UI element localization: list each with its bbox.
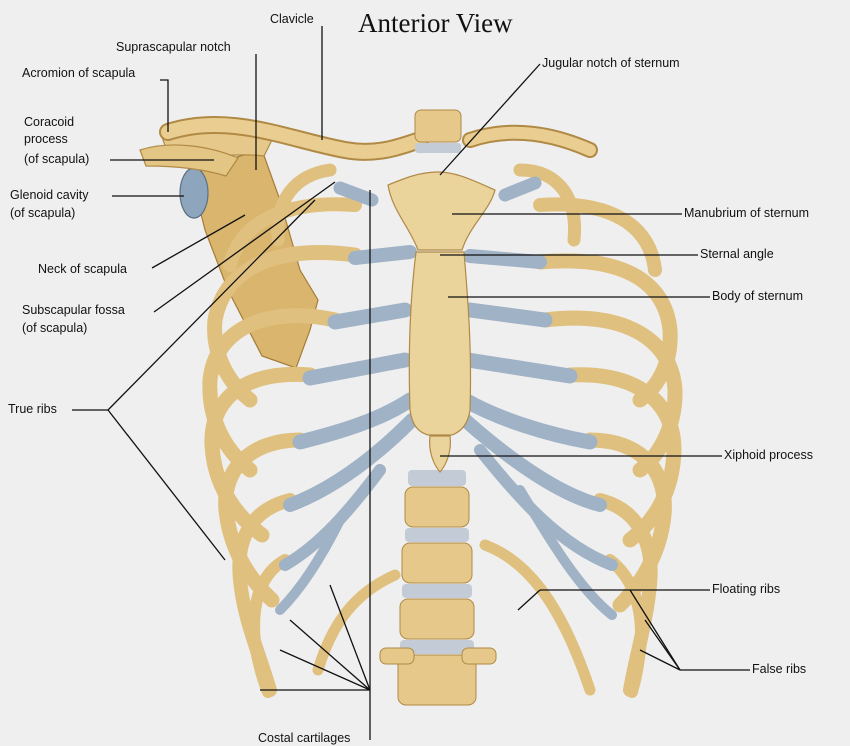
label-glenoid-2: (of scapula) [10,206,76,220]
label-glenoid-1: Glenoid cavity [10,188,89,202]
rib-right-5 [562,367,682,548]
floating-rib-left [312,569,401,676]
label-body-of-sternum: Body of sternum [712,289,804,303]
xiphoid [429,435,451,473]
rib-right-8 [604,554,647,698]
cartilage-right-4 [460,352,578,384]
cartilage-left-2 [348,245,417,265]
rib-left-8 [248,554,291,698]
label-subscapular-2: (of scapula) [22,321,88,335]
label-suprascapular-notch: Suprascapular notch [116,40,231,54]
label-false-ribs: False ribs [752,662,807,676]
clavicle-right-fill [464,126,596,156]
cartilage-right-5 [457,392,598,450]
rib-right-3 [532,253,678,408]
label-coracoid-2: process [24,132,68,146]
cartilage-left-1 [333,181,379,207]
cartilage-left-4 [302,352,413,386]
rib-right-1 [513,163,582,247]
sternum-body [408,251,472,436]
label-subscapular-1: Subscapular fossa [22,303,125,317]
label-sternal-angle: Sternal angle [700,247,774,261]
rib-left-4 [202,308,343,478]
rib-left-3 [207,245,363,408]
label-jugular-notch: Jugular notch of sternum [542,56,680,70]
rib-left-2 [223,197,362,272]
label-clavicle: Clavicle [270,12,314,26]
cartilage-left-8 [275,515,345,615]
cartilage-right-2 [463,249,547,269]
label-xiphoid-process: Xiphoid process [724,448,813,462]
label-acromion: Acromion of scapula [22,66,136,80]
label-coracoid-3: (of scapula) [24,152,90,166]
label-coracoid-1: Coracoid [24,115,75,129]
cartilage-left-6 [283,413,419,512]
clavicle-left-fill [161,118,427,159]
glenoid-cavity [179,167,209,219]
vertebral-column [379,109,497,706]
diagram-title: Anterior View [358,8,513,38]
cartilage-right-8 [515,485,617,620]
label-neck-of-scapula: Neck of scapula [38,262,127,276]
rib-left-1 [271,163,337,247]
cartilage-right-6 [458,413,607,512]
cartilage-right-1 [498,176,542,202]
rib-right-4 [537,310,683,478]
rib-left-6 [218,432,308,608]
label-costal-cartilages: Costal cartilages [258,731,351,745]
label-true-ribs: True ribs [8,402,57,416]
cartilage-left-5 [292,392,418,450]
rib-left-5 [204,366,318,543]
leader-lines [72,26,750,740]
rib-right-6 [582,432,672,613]
cartilage-right-3 [462,302,553,328]
label-floating-ribs: Floating ribs [712,582,781,596]
manubrium [387,171,496,251]
label-manubrium: Manubrium of sternum [684,206,810,220]
